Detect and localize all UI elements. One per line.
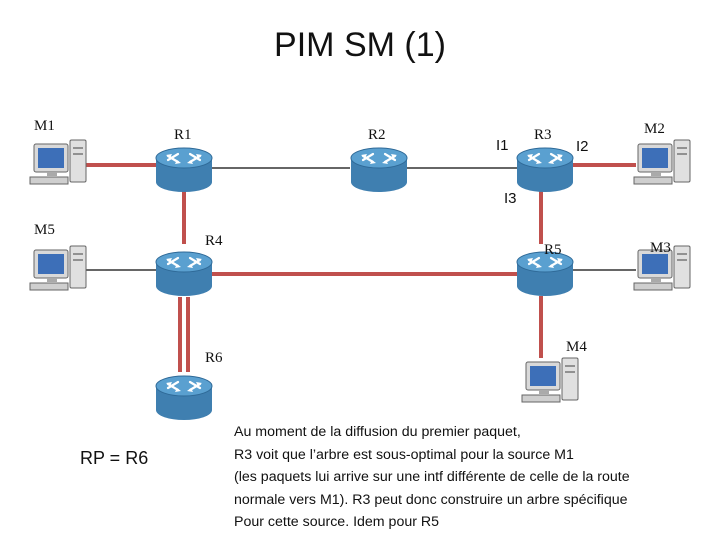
explanation-line: normale vers M1). R3 peut donc construir… bbox=[234, 491, 628, 508]
host-m4[interactable] bbox=[521, 357, 579, 403]
label-r6: R6 bbox=[205, 350, 223, 366]
router-r6[interactable] bbox=[154, 374, 214, 422]
label-i1: I1 bbox=[496, 137, 509, 154]
label-m1: M1 bbox=[34, 118, 55, 134]
rp-label: RP = R6 bbox=[80, 448, 149, 468]
host-m1[interactable] bbox=[29, 139, 87, 185]
label-m2: M2 bbox=[644, 121, 665, 137]
router-r2[interactable] bbox=[349, 146, 409, 194]
explanation-line: (les paquets lui arrive sur une intf dif… bbox=[234, 469, 630, 486]
label-m4: M4 bbox=[566, 339, 587, 355]
label-i3: I3 bbox=[504, 190, 517, 207]
label-i2: I2 bbox=[576, 138, 589, 155]
explanation-line: Au moment de la diffusion du premier paq… bbox=[234, 424, 521, 440]
host-m5[interactable] bbox=[29, 245, 87, 291]
link-r4-r6 bbox=[178, 297, 190, 372]
router-r4[interactable] bbox=[154, 250, 214, 298]
host-m2[interactable] bbox=[633, 139, 691, 185]
label-m5: M5 bbox=[34, 222, 55, 238]
explanation-text: Au moment de la diffusion du premier paq… bbox=[234, 421, 714, 534]
explanation-line: R3 voit que l’arbre est sous-optimal pou… bbox=[234, 446, 574, 463]
label-r1: R1 bbox=[174, 127, 192, 143]
page-title: PIM SM (1) bbox=[274, 26, 446, 64]
explanation-line: Pour cette source. Idem pour R5 bbox=[234, 514, 440, 531]
router-r3[interactable] bbox=[515, 146, 575, 194]
label-r5: R5 bbox=[544, 242, 562, 258]
router-r1[interactable] bbox=[154, 146, 214, 194]
label-m3: M3 bbox=[650, 240, 671, 256]
label-r4: R4 bbox=[205, 233, 223, 249]
label-r2: R2 bbox=[368, 127, 386, 143]
label-r3: R3 bbox=[534, 127, 552, 143]
